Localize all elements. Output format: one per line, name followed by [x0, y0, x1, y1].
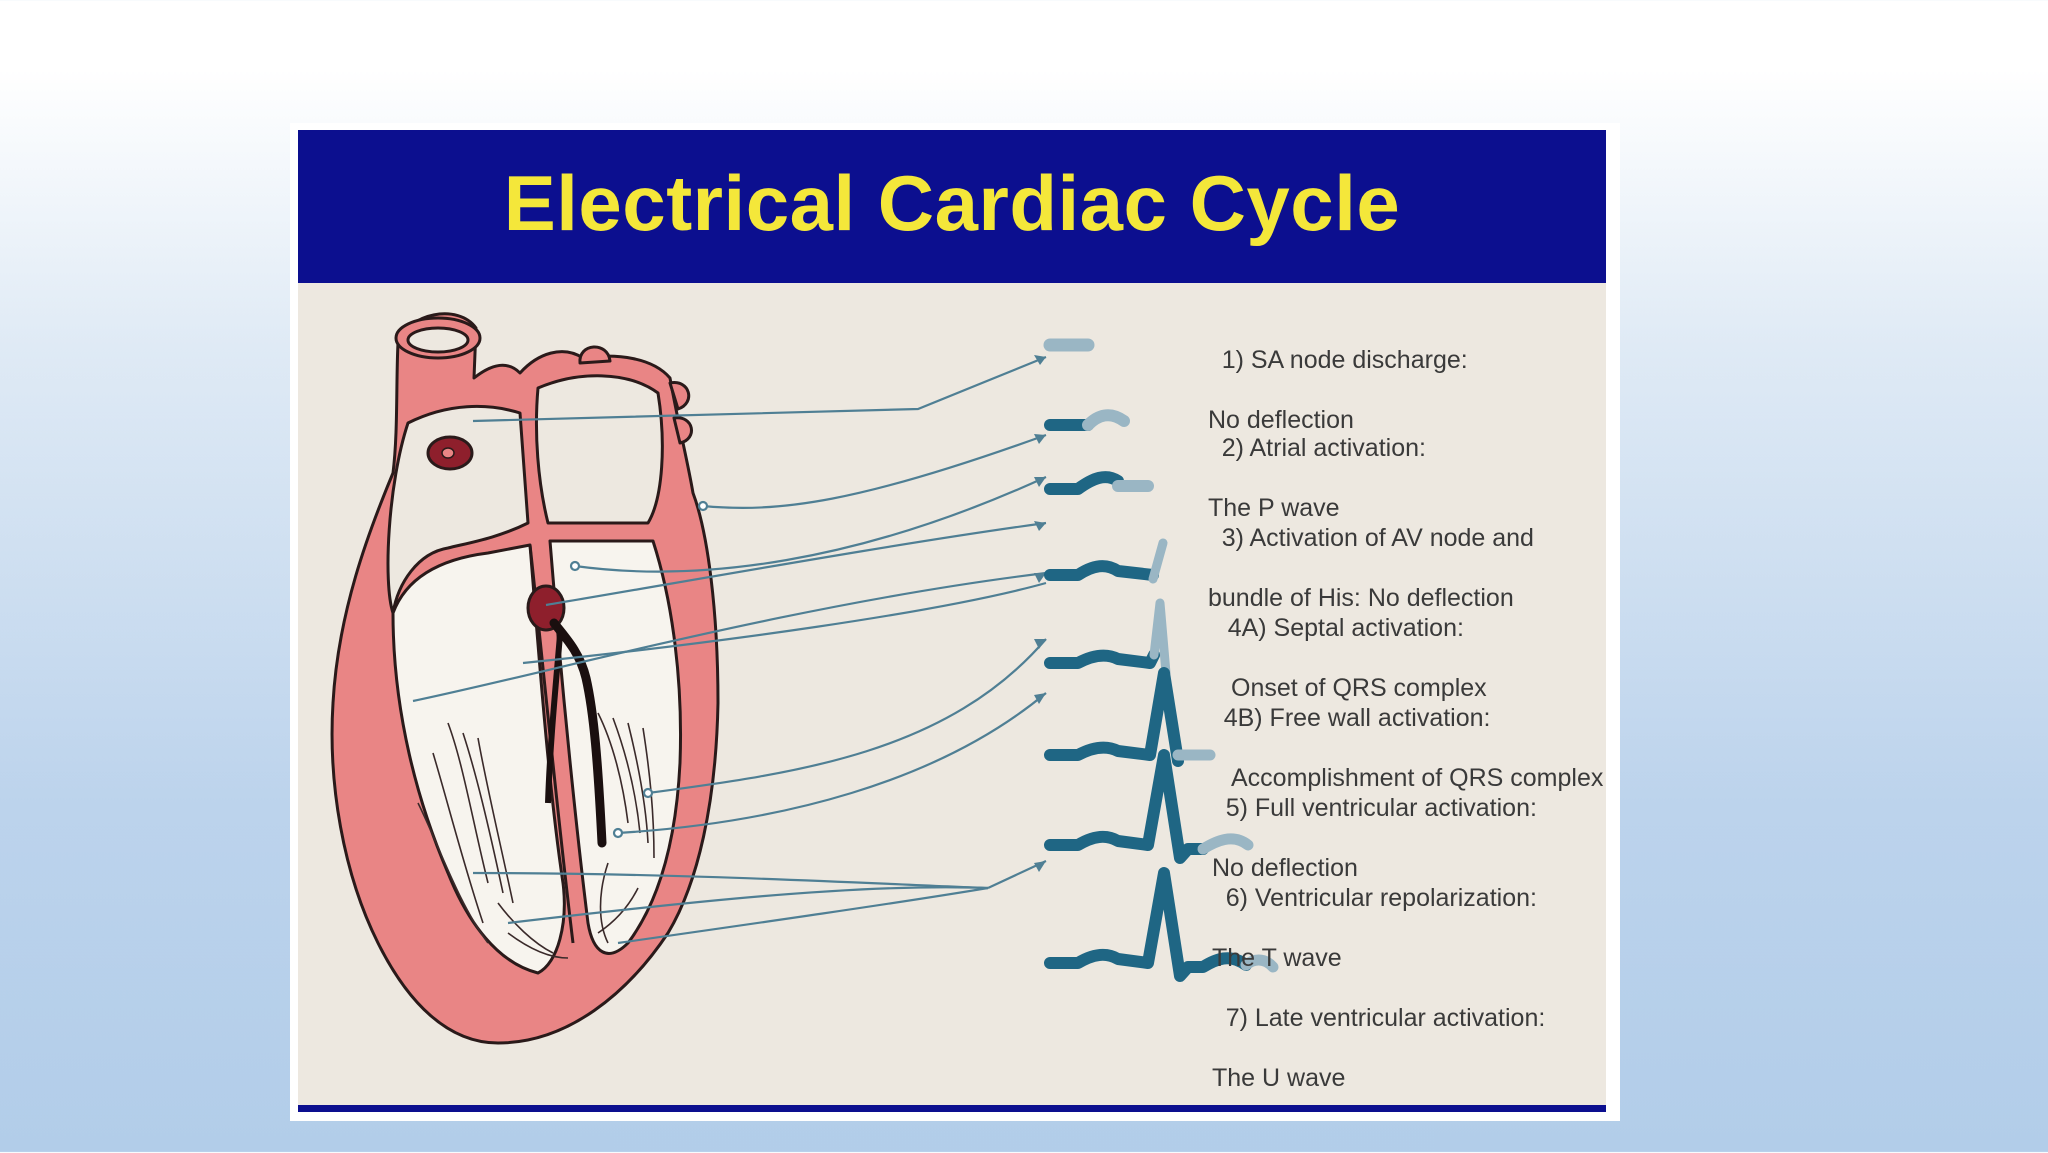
step-line1: SA node discharge: — [1251, 346, 1468, 374]
step-number: 3) — [1222, 524, 1244, 552]
trace-3-av-node — [1050, 477, 1118, 489]
step-number: 7) — [1226, 1004, 1248, 1032]
title-bar: Electrical Cardiac Cycle — [298, 130, 1606, 283]
step-number: 6) — [1226, 884, 1248, 912]
step-line1: Atrial activation: — [1250, 434, 1426, 462]
step-number: 4A) — [1228, 614, 1267, 642]
slide-title: Electrical Cardiac Cycle — [504, 158, 1401, 249]
step-line1: Septal activation: — [1274, 614, 1464, 642]
step-line1: Free wall activation: — [1270, 704, 1491, 732]
trace-5-full-ventricular — [1050, 673, 1178, 761]
step-line1: Full ventricular activation: — [1255, 794, 1537, 822]
step-7-label: 7) Late ventricular activation: The U wa… — [1184, 973, 1545, 1153]
slide: Electrical Cardiac Cycle — [290, 123, 1620, 1121]
step-number: 2) — [1222, 434, 1244, 462]
bottom-rule — [298, 1105, 1606, 1112]
step-line1: Ventricular repolarization: — [1255, 884, 1537, 912]
step-number: 5) — [1226, 794, 1248, 822]
diagram-panel: 1) SA node discharge: No deflection 2) A… — [298, 283, 1606, 1105]
trace-4a-septal — [1050, 566, 1153, 575]
heart-illustration — [332, 314, 718, 1043]
step-number: 1) — [1222, 346, 1244, 374]
trace-6-t-wave — [1050, 755, 1203, 858]
step-line2: The T wave — [1184, 943, 1537, 973]
step-line2: The U wave — [1184, 1063, 1545, 1093]
step-line1: Activation of AV node and — [1250, 524, 1534, 552]
step-number: 4B) — [1224, 704, 1263, 732]
left-atrium — [536, 376, 662, 523]
step-line1: Late ventricular activation: — [1255, 1004, 1545, 1032]
trace-4b-free-wall — [1050, 655, 1154, 663]
